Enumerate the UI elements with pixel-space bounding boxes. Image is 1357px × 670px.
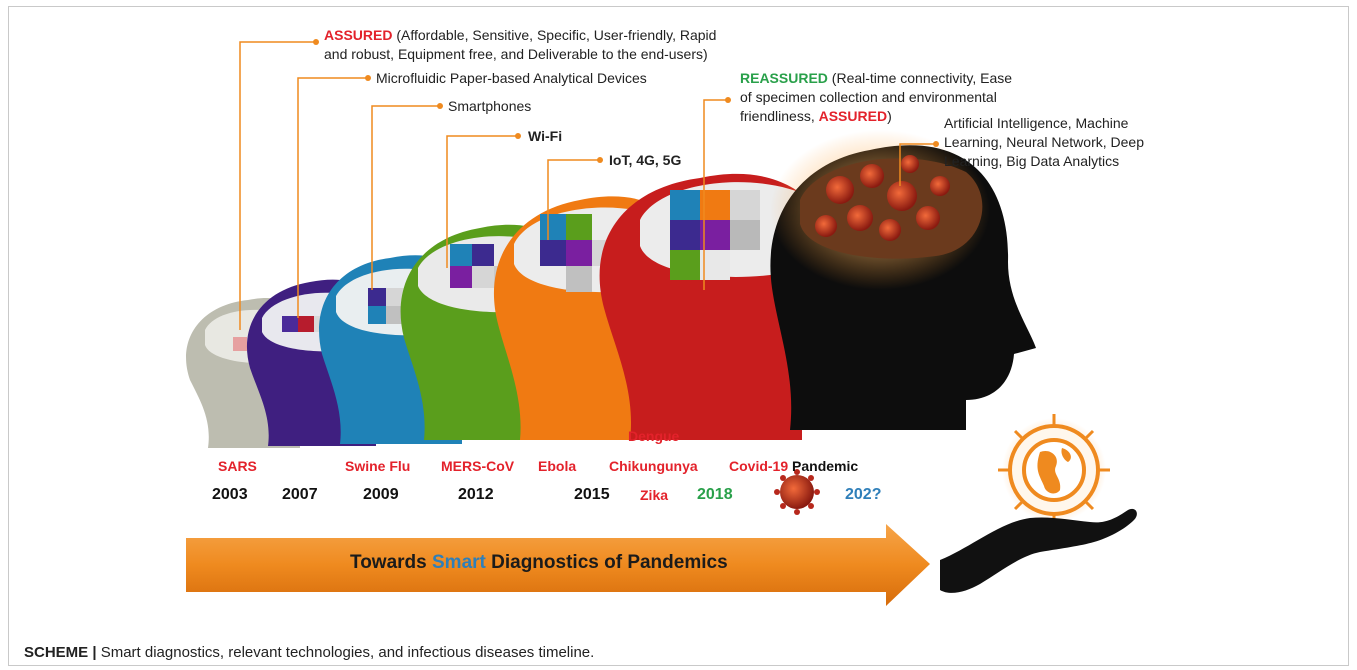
year-202x: 202? — [845, 486, 882, 503]
disease-swine-flu: Swine Flu — [345, 458, 411, 474]
figure-caption: SCHEME | Smart diagnostics, relevant tec… — [24, 644, 594, 661]
arrow-label-pre: Towards — [350, 552, 432, 573]
year-2007: 2007 — [282, 486, 318, 503]
year-2009: 2009 — [363, 486, 399, 503]
covid-virus-icon — [774, 469, 820, 515]
wifi-label: Wi-Fi — [528, 128, 563, 144]
mpad-label: Microfluidic Paper-based Analytical Devi… — [376, 70, 647, 86]
year-2003: 2003 — [212, 486, 248, 503]
reassured-title: REASSURED — [740, 70, 828, 86]
assured-line2: and robust, Equipment free, and Delivera… — [324, 46, 708, 62]
arrow-label-post: Diagnostics of Pandemics — [485, 552, 728, 573]
disease-dengue: Dengue — [628, 428, 680, 444]
reassured-tail: ASSURED — [818, 108, 888, 124]
year-2015: 2015 — [574, 486, 610, 503]
disease-mers: MERS-CoV — [441, 458, 515, 474]
ai-line1: Artificial Intelligence, Machine — [944, 115, 1129, 131]
year-2018: 2018 — [697, 486, 733, 503]
disease-covid-pandemic: Pandemic — [792, 458, 859, 474]
reassured-line3: friendliness, — [740, 108, 819, 124]
reassured-line2: of specimen collection and environmental — [740, 89, 997, 105]
disease-ebola: Ebola — [538, 458, 577, 474]
arrow-label-smart: Smart — [432, 552, 486, 573]
ai-line3: Learning, Big Data Analytics — [944, 153, 1120, 169]
caption-text: Smart diagnostics, relevant technologies… — [96, 644, 595, 661]
year-2012: 2012 — [458, 486, 494, 503]
disease-zika: Zika — [640, 487, 669, 503]
ai-line2: Learning, Neural Network, Deep — [944, 134, 1144, 150]
caption-label: SCHEME | — [24, 644, 97, 661]
assured-line1: (Affordable, Sensitive, Specific, User-f… — [396, 27, 717, 43]
head-202x — [770, 130, 1036, 430]
figure-frame — [8, 6, 1349, 666]
ai-label: Artificial Intelligence, Machine Learnin… — [944, 114, 1144, 171]
disease-covid: Covid-19 Pandemic — [729, 458, 858, 474]
timeline-arrow — [186, 524, 930, 606]
assured-title: ASSURED — [324, 27, 393, 43]
timeline-diagram — [186, 39, 1137, 606]
disease-covid-name: Covid-19 — [729, 458, 789, 474]
iot-label: IoT, 4G, 5G — [609, 152, 682, 168]
reassured-close: ) — [887, 108, 892, 124]
disease-chikungunya: Chikungunya — [609, 458, 698, 474]
reassured-label: REASSURED (Real-time connectivity, Ease … — [740, 69, 1012, 126]
globe-in-hand-icon — [940, 414, 1137, 593]
virus-cluster — [815, 155, 950, 241]
disease-sars: SARS — [218, 458, 257, 474]
reassured-line1: (Real-time connectivity, Ease — [831, 70, 1013, 86]
assured-label: ASSURED (Affordable, Sensitive, Specific… — [324, 26, 716, 64]
smartphones-label: Smartphones — [448, 98, 532, 114]
leader-lines — [239, 39, 939, 330]
arrow-label: Towards Smart Diagnostics of Pandemics — [350, 552, 728, 574]
